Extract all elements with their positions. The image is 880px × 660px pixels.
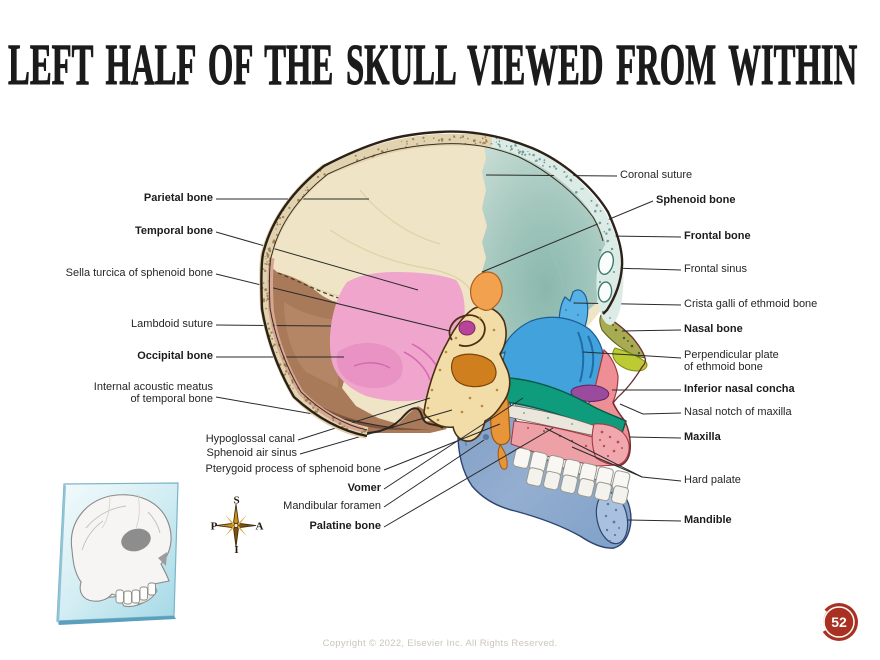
svg-text:I: I xyxy=(234,544,238,556)
svg-text:P: P xyxy=(211,521,218,533)
svg-text:S: S xyxy=(233,495,239,507)
svg-text:A: A xyxy=(256,521,264,533)
svg-text:52: 52 xyxy=(831,614,847,630)
